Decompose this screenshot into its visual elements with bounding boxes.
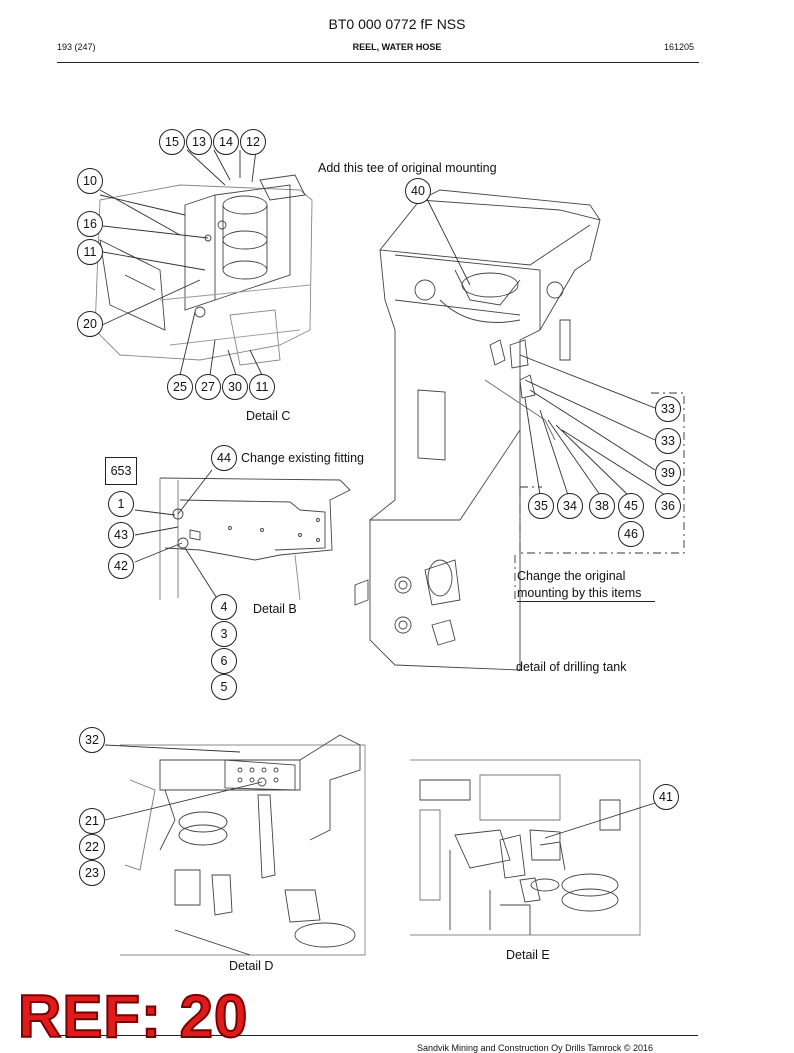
callout-34: 34 xyxy=(557,493,583,519)
callout-22: 22 xyxy=(79,834,105,860)
callout-45: 45 xyxy=(618,493,644,519)
document-title: BT0 000 0772 fF NSS xyxy=(328,16,466,32)
callout-33: 33 xyxy=(655,396,681,422)
callout-13: 13 xyxy=(186,129,212,155)
annotation-underline xyxy=(517,601,655,602)
footer-copyright: Sandvik Mining and Construction Oy Drill… xyxy=(417,1043,654,1053)
callout-11-lower: 11 xyxy=(249,374,275,400)
callout-10: 10 xyxy=(77,168,103,194)
section-title: REEL, WATER HOSE xyxy=(352,42,442,52)
callout-5: 5 xyxy=(211,674,237,700)
label-detail-d: Detail D xyxy=(229,959,274,973)
annotation-change-fitting: Change existing fitting xyxy=(241,451,364,465)
detail-c-drawing xyxy=(94,149,313,376)
callout-33-second: 33 xyxy=(655,428,681,454)
detail-d-drawing xyxy=(104,734,366,956)
label-detail-b: Detail B xyxy=(253,602,297,616)
callout-44: 44 xyxy=(211,445,237,471)
ref-stamp: REF: 20 xyxy=(17,983,249,1050)
annotation-drilling-tank: detail of drilling tank xyxy=(516,660,627,674)
label-detail-e: Detail E xyxy=(506,948,550,962)
callout-3: 3 xyxy=(211,621,237,647)
callout-16: 16 xyxy=(77,211,103,237)
callout-25: 25 xyxy=(167,374,193,400)
annotation-change-mounting-line2: mounting by this items xyxy=(517,586,642,600)
header-rule xyxy=(57,62,699,63)
callout-1: 1 xyxy=(108,491,134,517)
callout-32: 32 xyxy=(79,727,105,753)
callout-4: 4 xyxy=(211,594,237,620)
callout-42: 42 xyxy=(108,553,134,579)
callout-15: 15 xyxy=(159,129,185,155)
callout-43: 43 xyxy=(108,522,134,548)
callout-35: 35 xyxy=(528,493,554,519)
callout-box-653: 653 xyxy=(105,457,137,485)
callout-46: 46 xyxy=(618,521,644,547)
callout-23: 23 xyxy=(79,860,105,886)
dashed-frame xyxy=(519,392,685,554)
callout-36: 36 xyxy=(655,493,681,519)
callout-6: 6 xyxy=(211,648,237,674)
callout-11: 11 xyxy=(77,239,103,265)
callout-21: 21 xyxy=(79,808,105,834)
annotation-change-mounting-line1: Change the original xyxy=(517,569,626,583)
detail-b-drawing xyxy=(134,469,351,601)
callout-12: 12 xyxy=(240,129,266,155)
date-code: 161205 xyxy=(664,42,695,52)
callout-41: 41 xyxy=(653,784,679,810)
drilling-tank-drawing xyxy=(354,189,666,671)
annotation-add-tee: Add this tee of original mounting xyxy=(318,161,497,175)
callout-39: 39 xyxy=(655,460,681,486)
footer-rule xyxy=(60,1035,698,1036)
callout-14: 14 xyxy=(213,129,239,155)
callout-27: 27 xyxy=(195,374,221,400)
detail-e-drawing xyxy=(410,759,656,936)
callout-40: 40 xyxy=(405,178,431,204)
callout-38: 38 xyxy=(589,493,615,519)
label-detail-c: Detail C xyxy=(246,409,291,423)
callout-30: 30 xyxy=(222,374,248,400)
page-number: 193 (247) xyxy=(57,42,96,52)
callout-20: 20 xyxy=(77,311,103,337)
